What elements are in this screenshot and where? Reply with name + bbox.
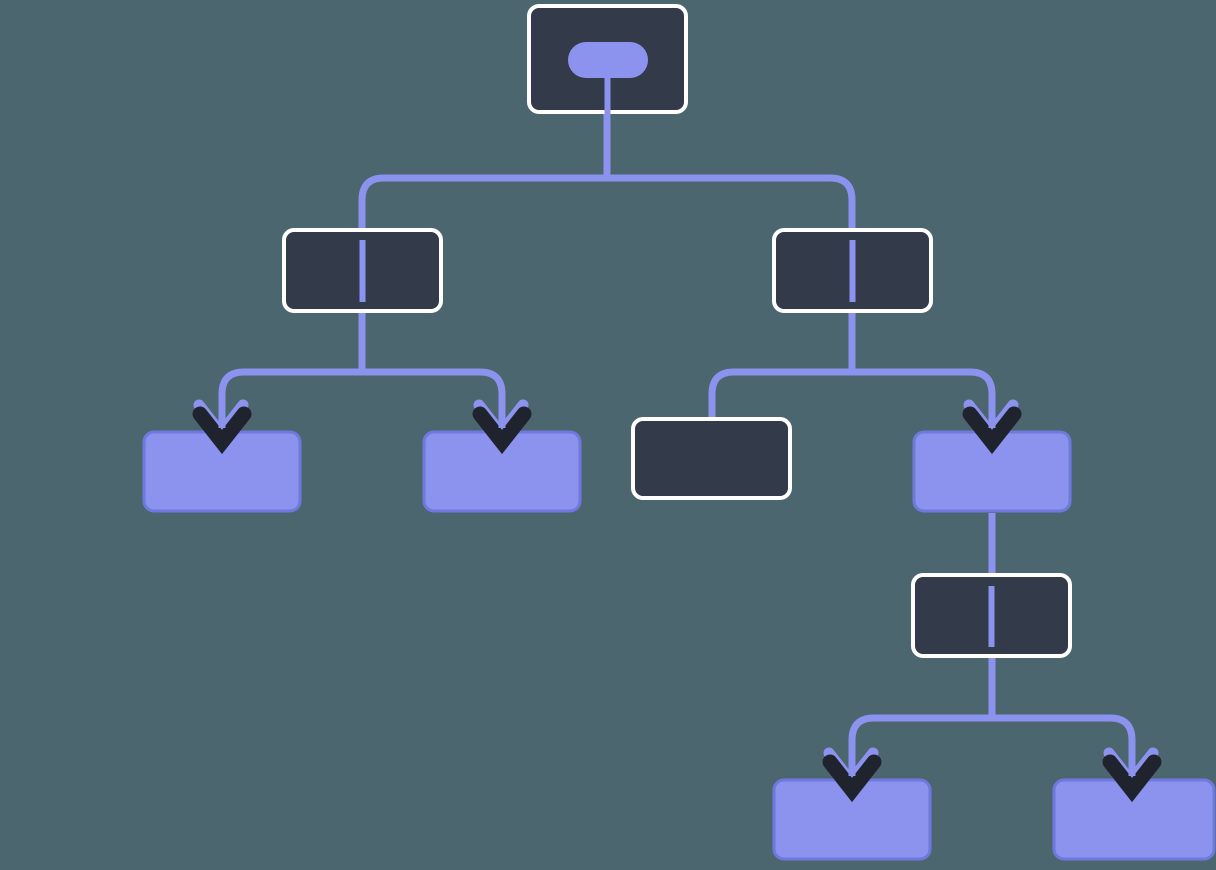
connector-root-split-left bbox=[358, 174, 607, 232]
connector-right-split-right bbox=[852, 368, 996, 428]
node-inner-stub-layer bbox=[359, 78, 995, 647]
connector-deep-split-left bbox=[848, 714, 992, 776]
arrowhead-layer bbox=[192, 394, 1162, 803]
connector-right-split-left bbox=[708, 368, 852, 428]
connector-root-split-right bbox=[607, 174, 856, 232]
root-node[interactable] bbox=[527, 4, 688, 114]
connector-deep-split-right bbox=[992, 714, 1136, 776]
arrowhead-leaf-5-dark bbox=[822, 754, 882, 803]
arrowhead-leaf-2-dark bbox=[472, 406, 532, 455]
leaf-node-3-empty[interactable] bbox=[631, 417, 792, 500]
arrowhead-leaf-1-dark bbox=[192, 406, 252, 455]
root-pill-badge[interactable] bbox=[568, 42, 648, 78]
connector-left-split-left bbox=[218, 368, 362, 428]
arrowhead-leaf-4-dark bbox=[962, 406, 1022, 455]
arrowhead-leaf-6-dark bbox=[1102, 754, 1162, 803]
node-surface-dark[interactable] bbox=[631, 417, 792, 500]
node-layer bbox=[142, 4, 1216, 861]
connector-layer bbox=[218, 110, 1136, 776]
connector-left-split-right bbox=[362, 368, 506, 428]
